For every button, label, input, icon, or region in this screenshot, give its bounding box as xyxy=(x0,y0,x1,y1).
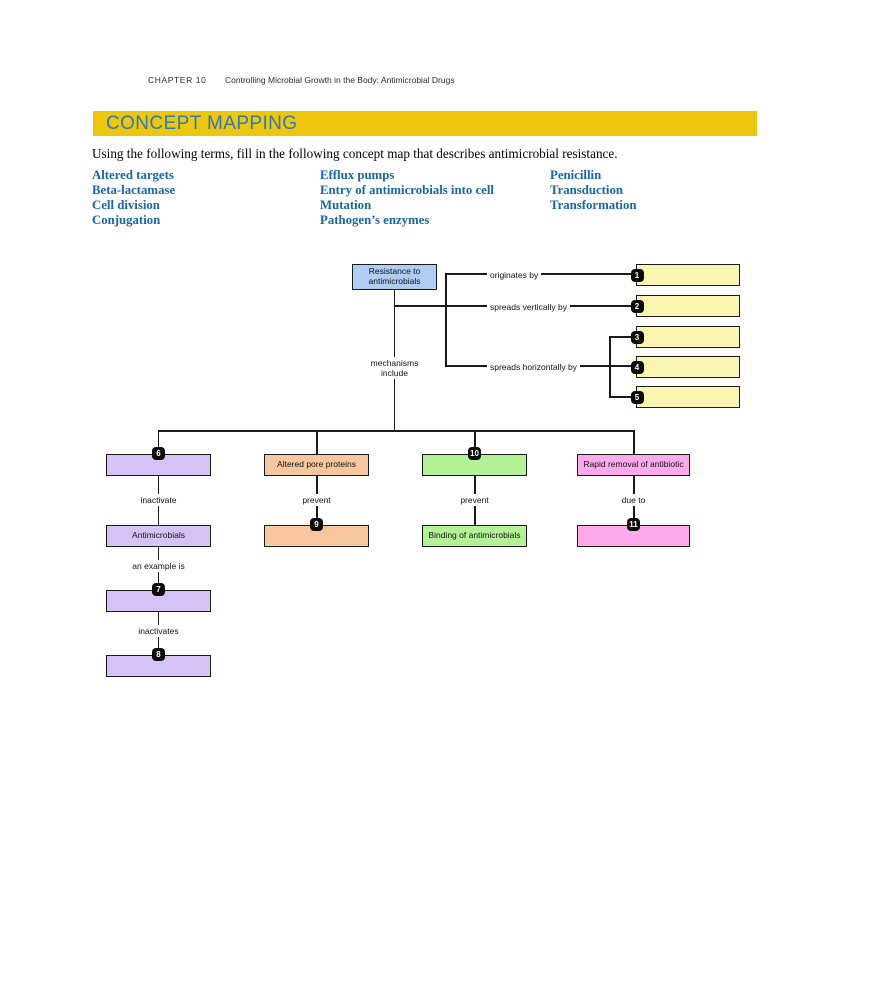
number-chip-4: 4 xyxy=(630,360,644,374)
term-column-1: Altered targets Beta-lactamase Cell divi… xyxy=(92,168,175,228)
connector-line xyxy=(633,430,635,455)
term-item: Penicillin xyxy=(550,168,602,182)
edge-label-due-to: due to xyxy=(618,494,649,506)
term-item: Mutation xyxy=(320,197,372,212)
term-item: Efflux pumps xyxy=(320,168,395,182)
term-item: Transduction xyxy=(550,182,624,197)
node-altered-pore-proteins: Altered pore proteins xyxy=(264,454,369,476)
term-column-2: Efflux pumps Entry of antimicrobials int… xyxy=(320,168,494,228)
concept-mapping-banner: CONCEPT MAPPING xyxy=(93,111,757,136)
edge-label-inactivate: inactivate xyxy=(137,494,180,506)
node-antimicrobials: Antimicrobials xyxy=(106,525,211,547)
blank-node-3 xyxy=(636,326,740,348)
term-item: Transformation xyxy=(550,197,637,212)
root-node-resistance: Resistance to antimicrobials xyxy=(352,264,437,290)
term-item: Altered targets xyxy=(92,168,174,182)
node-rapid-removal-of-antibiotic: Rapid removal of antibiotic xyxy=(577,454,690,476)
edge-label-spreads-horizontally-by: spreads horizontally by xyxy=(487,360,580,373)
connector-line xyxy=(609,396,636,398)
edge-label-mechanisms-include: mechanisms include xyxy=(362,357,427,379)
connector-line xyxy=(157,430,160,455)
term-item: Beta-lactamase xyxy=(92,182,176,197)
number-chip-8: 8 xyxy=(152,647,165,661)
connector-line xyxy=(158,430,634,432)
edge-label-spreads-vertically-by: spreads vertically by xyxy=(487,300,571,313)
number-chip-9: 9 xyxy=(310,517,323,531)
number-chip-11: 11 xyxy=(627,517,640,531)
blank-node-5 xyxy=(636,386,740,408)
term-item: Entry of antimicrobials into cell xyxy=(320,182,494,197)
connector-line xyxy=(445,273,447,368)
number-chip-1: 1 xyxy=(630,268,644,282)
connector-line xyxy=(474,430,476,455)
section-title: CONCEPT MAPPING xyxy=(106,113,298,134)
node-binding-of-antimicrobials: Binding of antimicrobials xyxy=(422,525,527,547)
term-item: Pathogen’s enzymes xyxy=(320,212,430,227)
edge-label-prevent-binding: prevent xyxy=(457,494,492,506)
edge-label-inactivates: inactivates xyxy=(135,625,182,637)
blank-node-2 xyxy=(636,295,740,317)
connector-line xyxy=(316,430,318,455)
edge-label-prevent-pore: prevent xyxy=(299,494,334,506)
number-chip-6: 6 xyxy=(152,446,165,460)
chapter-title: Controlling Microbial Growth in the Body… xyxy=(225,75,455,85)
edge-label-an-example-is: an example is xyxy=(129,560,188,572)
number-chip-2: 2 xyxy=(630,299,644,313)
chapter-label: CHAPTER 10 xyxy=(148,75,207,85)
term-item: Cell division xyxy=(92,197,160,212)
connector-line xyxy=(609,336,611,398)
instruction-text: Using the following terms, fill in the f… xyxy=(92,146,618,161)
edge-label-originates-by: originates by xyxy=(487,268,542,281)
number-chip-5: 5 xyxy=(630,390,644,404)
term-column-3: Penicillin Transduction Transformation xyxy=(550,168,637,213)
number-chip-10: 10 xyxy=(468,446,481,460)
term-item: Conjugation xyxy=(92,212,161,227)
connector-line xyxy=(393,305,447,307)
number-chip-3: 3 xyxy=(630,330,644,344)
blank-node-4 xyxy=(636,356,740,378)
blank-node-1 xyxy=(636,264,740,286)
connector-line xyxy=(609,336,636,338)
number-chip-7: 7 xyxy=(152,582,165,596)
